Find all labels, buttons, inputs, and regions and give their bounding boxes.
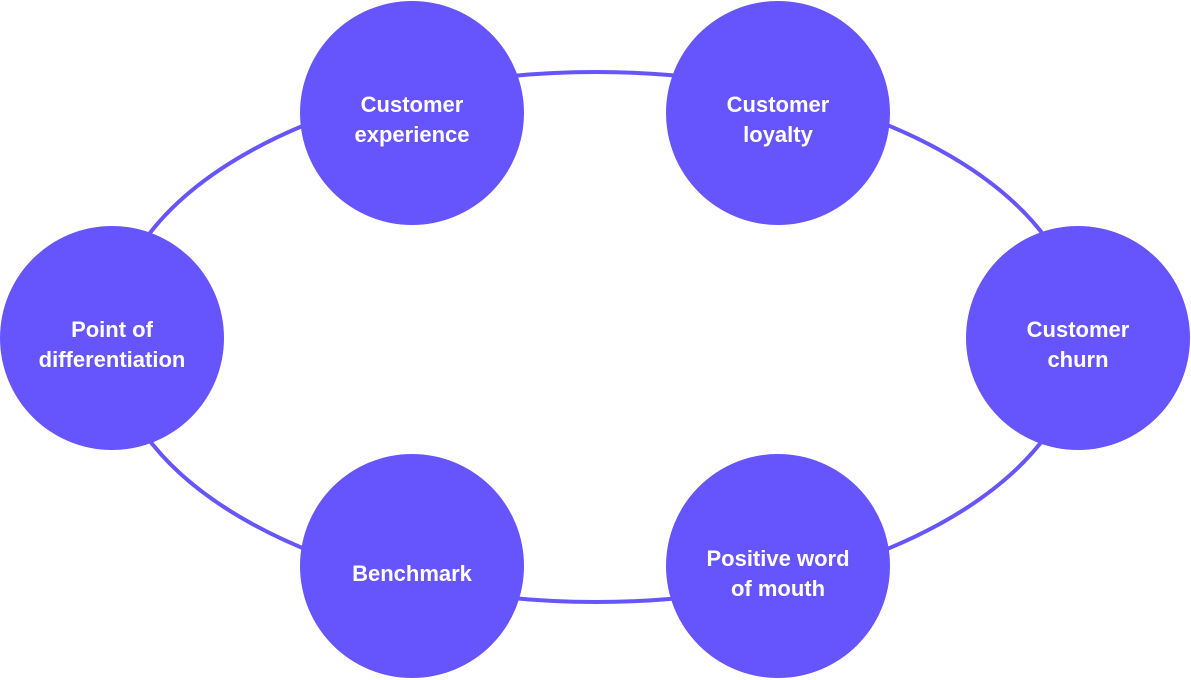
node-label: of mouth bbox=[731, 576, 825, 601]
node-label: Point of bbox=[71, 317, 154, 342]
node-label: experience bbox=[355, 122, 470, 147]
node-label: Positive word bbox=[706, 546, 849, 571]
node-point-of-differentiation: Point of differentiation bbox=[0, 226, 224, 450]
cycle-ring bbox=[109, 70, 1083, 604]
node-circle bbox=[300, 1, 524, 225]
node-label: Customer bbox=[1027, 317, 1130, 342]
node-positive-word-of-mouth: Positive word of mouth bbox=[666, 454, 890, 678]
node-label: churn bbox=[1047, 347, 1108, 372]
node-label: differentiation bbox=[39, 347, 186, 372]
node-circle bbox=[0, 226, 224, 450]
node-label: Customer bbox=[727, 92, 830, 117]
node-circle bbox=[666, 454, 890, 678]
node-circle bbox=[666, 1, 890, 225]
node-customer-loyalty: Customer loyalty bbox=[666, 1, 890, 225]
node-benchmark: Benchmark bbox=[300, 454, 524, 678]
node-label: Benchmark bbox=[352, 561, 473, 586]
node-customer-experience: Customer experience bbox=[300, 1, 524, 225]
node-circle bbox=[300, 454, 524, 678]
node-customer-churn: Customer churn bbox=[966, 226, 1190, 450]
node-circle bbox=[966, 226, 1190, 450]
node-label: loyalty bbox=[743, 122, 813, 147]
node-label: Customer bbox=[361, 92, 464, 117]
